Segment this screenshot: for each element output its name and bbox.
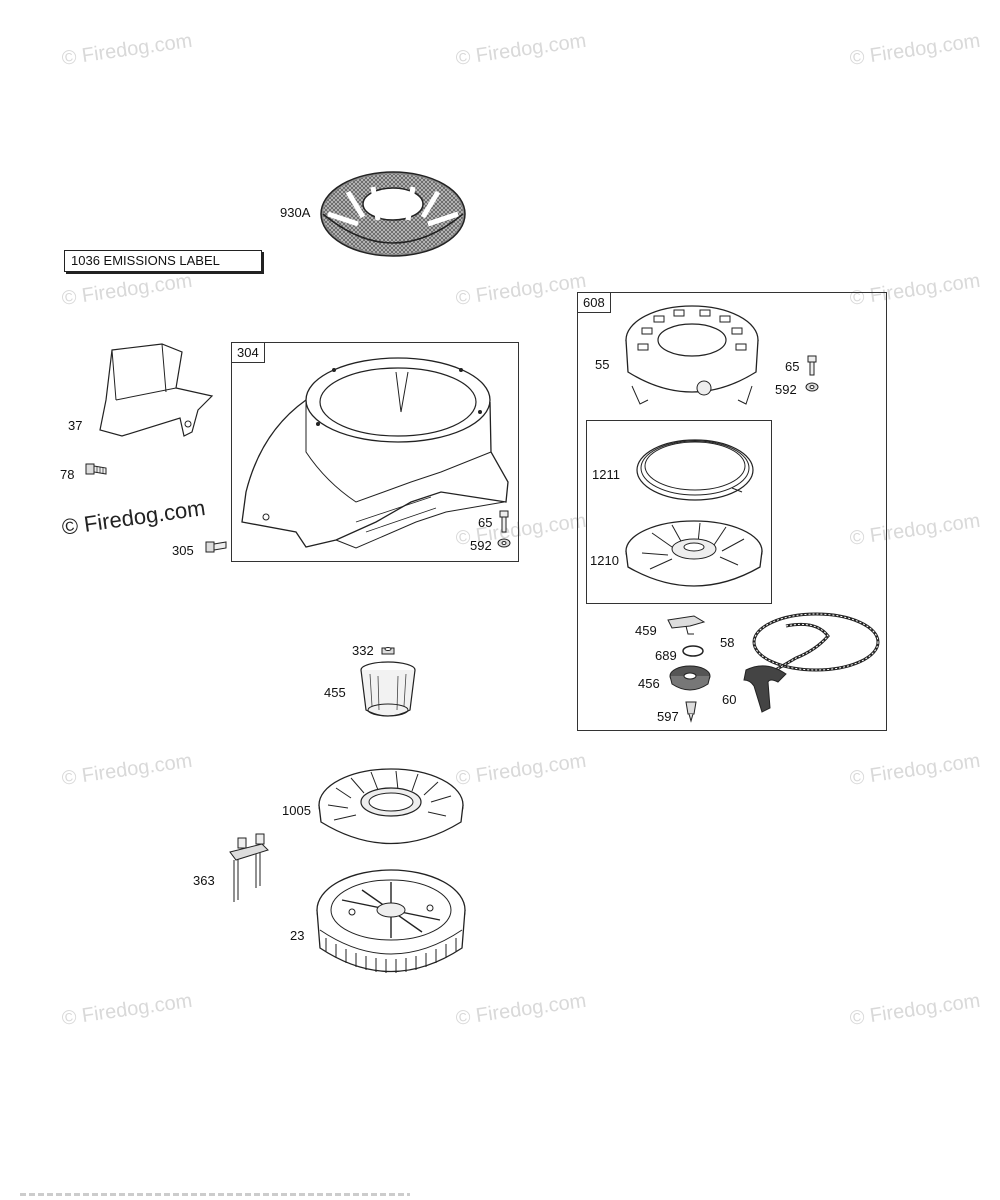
callout-305: 305 xyxy=(172,543,194,558)
callout-930a: 930A xyxy=(280,205,311,220)
callout-23: 23 xyxy=(290,928,305,943)
recoil-spring-part xyxy=(636,439,754,501)
callout-60: 60 xyxy=(722,692,737,707)
watermark: © Firedog.com xyxy=(60,29,194,70)
bolt-305-part xyxy=(205,541,227,553)
screw-597-part xyxy=(685,701,697,723)
callout-456: 456 xyxy=(638,676,660,691)
blower-housing-part xyxy=(241,357,509,549)
callout-592a: 592 xyxy=(470,538,492,553)
grass-screen-part xyxy=(320,171,466,257)
emissions-label: 1036 EMISSIONS LABEL xyxy=(64,250,262,272)
watermark: © Firedog.com xyxy=(454,29,588,70)
starter-cup-part xyxy=(360,661,416,717)
watermark: © Firedog.com xyxy=(454,269,588,310)
rewind-starter-box xyxy=(577,292,887,731)
starter-handle-part xyxy=(743,665,787,713)
watermark: © Firedog.com xyxy=(454,749,588,790)
pawl-part xyxy=(667,615,706,635)
callout-65a: 65 xyxy=(478,515,493,530)
air-baffle-part xyxy=(99,343,214,437)
brake-bracket-part xyxy=(229,833,269,902)
watermark: © Firedog.com xyxy=(848,29,982,70)
assembly-tag-608: 608 xyxy=(577,292,611,313)
watermark: © Firedog.com xyxy=(454,989,588,1030)
callout-37: 37 xyxy=(68,418,83,433)
callout-1211: 1211 xyxy=(592,467,620,482)
callout-58: 58 xyxy=(720,635,735,650)
watermark: © Firedog.com xyxy=(60,989,194,1030)
callout-65b: 65 xyxy=(785,359,800,374)
callout-332: 332 xyxy=(352,643,374,658)
retainer-part xyxy=(682,645,704,657)
screw-65b-part xyxy=(807,355,817,376)
callout-55: 55 xyxy=(595,357,610,372)
flywheel-fan-part xyxy=(318,768,464,845)
flywheel-part xyxy=(316,869,466,973)
footer-strip xyxy=(20,1193,410,1196)
starter-housing-part xyxy=(625,305,759,405)
starter-rope-part xyxy=(752,612,880,674)
watermark: © Firedog.com xyxy=(60,749,194,790)
starter-pulley-part xyxy=(625,520,763,587)
callout-597: 597 xyxy=(657,709,679,724)
washer-592a-part xyxy=(497,538,511,548)
callout-689: 689 xyxy=(655,648,677,663)
callout-455: 455 xyxy=(324,685,346,700)
watermark: © Firedog.com xyxy=(848,749,982,790)
callout-592b: 592 xyxy=(775,382,797,397)
watermark: © Firedog.com xyxy=(848,989,982,1030)
watermark-main: © Firedog.com xyxy=(60,495,207,540)
assembly-tag-304: 304 xyxy=(231,342,265,363)
blower-housing-box xyxy=(231,342,519,562)
callout-1005: 1005 xyxy=(282,803,311,818)
screw-65a-part xyxy=(499,510,509,533)
callout-459: 459 xyxy=(635,623,657,638)
starter-pulley-subbox xyxy=(586,420,772,604)
callout-363: 363 xyxy=(193,873,215,888)
callout-1210: 1210 xyxy=(590,553,619,568)
washer-592b-part xyxy=(805,382,819,392)
nut-332-part xyxy=(381,647,395,655)
watermark: © Firedog.com xyxy=(60,269,194,310)
bolt-78-part xyxy=(85,463,107,475)
callout-78: 78 xyxy=(60,467,75,482)
cam-dog-part xyxy=(669,665,711,691)
